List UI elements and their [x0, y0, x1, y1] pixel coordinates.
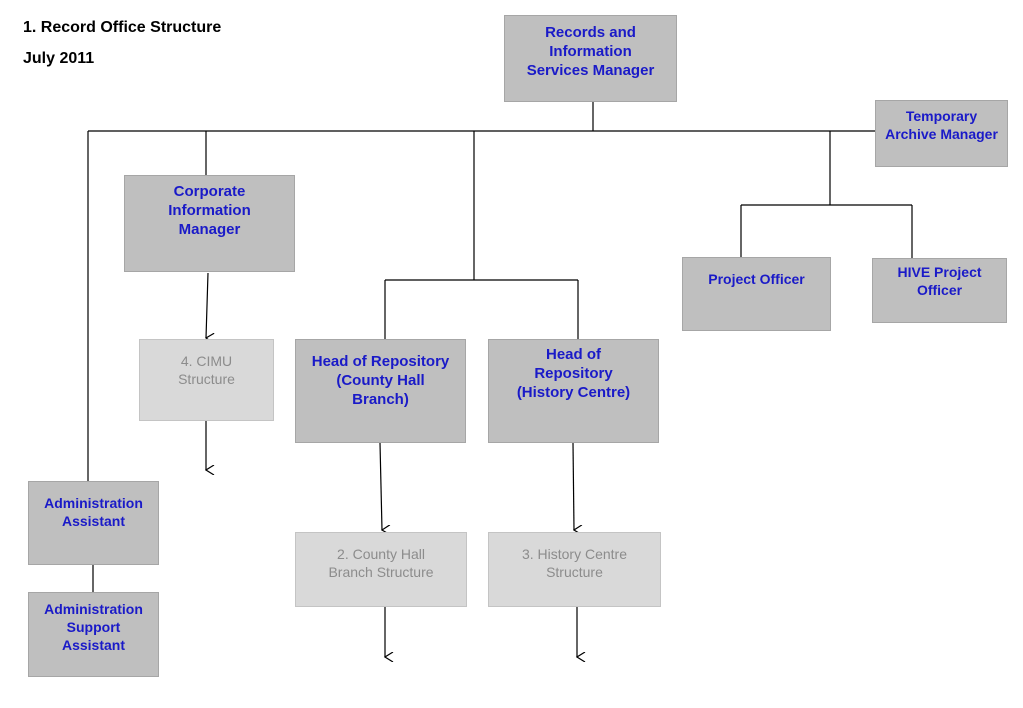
page-title: 1. Record Office Structure [23, 19, 222, 36]
corporate-info-manager-label: Corporate Information Manager [168, 183, 251, 238]
admin-assistant-label: Administration Assistant [44, 495, 143, 529]
hive-project-officer-box: HIVE Project Officer [872, 258, 1007, 323]
hive-project-officer-label: HIVE Project Officer [897, 264, 982, 298]
head-repo-history-centre-label: Head of Repository (History Centre) [516, 346, 631, 401]
county-hall-structure-box: 2. County Hall Branch Structure [295, 532, 467, 607]
head-repo-history-centre-box: Head of Repository (History Centre) [488, 339, 659, 443]
arrow-to-cimu [206, 272, 208, 338]
county-hall-structure-label: 2. County Hall Branch Structure [328, 546, 434, 580]
admin-support-assistant-label: Administration Support Assistant [44, 601, 143, 653]
admin-support-assistant-box: Administration Support Assistant [28, 592, 159, 677]
cimu-structure-box: 4. CIMU Structure [139, 339, 274, 421]
arrow-to-county-hall-structure [379, 442, 382, 530]
history-centre-structure-box: 3. History Centre Structure [488, 532, 661, 607]
temporary-archive-manager-box: Temporary Archive Manager [875, 100, 1008, 167]
corporate-info-manager-box: Corporate Information Manager [124, 175, 295, 272]
page-date: July 2011 [23, 50, 95, 67]
records-manager-label: Records and Information Services Manager [526, 24, 655, 79]
admin-assistant-box: Administration Assistant [28, 481, 159, 565]
project-officer-label: Project Officer [708, 271, 805, 287]
cimu-structure-label: 4. CIMU Structure [178, 353, 235, 387]
history-centre-structure-label: 3. History Centre Structure [521, 546, 628, 580]
records-manager-box: Records and Information Services Manager [504, 15, 677, 102]
temporary-archive-manager-label: Temporary Archive Manager [885, 108, 998, 142]
head-repo-county-hall-box: Head of Repository (County Hall Branch) [295, 339, 466, 443]
arrow-to-history-centre-structure [572, 442, 574, 530]
head-repo-county-hall-label: Head of Repository (County Hall Branch) [311, 353, 450, 408]
project-officer-box: Project Officer [682, 257, 831, 331]
